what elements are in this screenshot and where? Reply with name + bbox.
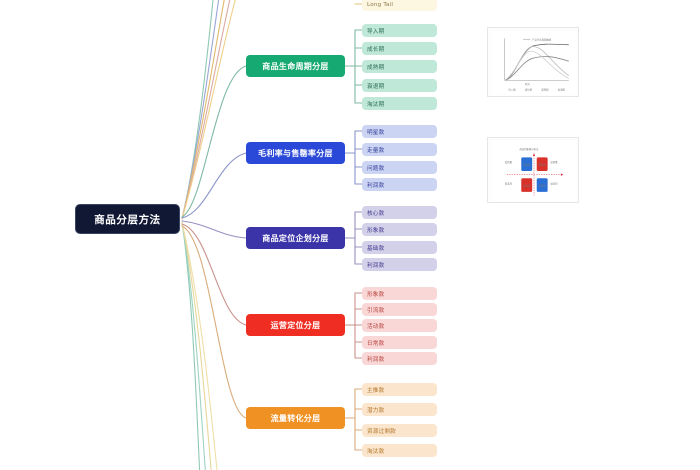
svg-text:低销量: 低销量	[505, 160, 513, 164]
child-node[interactable]: 走量款	[362, 143, 437, 156]
svg-text:商品四象限分析法: 商品四象限分析法	[519, 147, 539, 151]
child-label: 利润款	[367, 262, 385, 269]
child-label: 活动款	[367, 323, 385, 330]
child-node[interactable]: 衰退期	[362, 79, 437, 92]
child-label: 成长期	[367, 46, 385, 53]
branch-node-lifecycle[interactable]: 商品生命周期分层	[246, 55, 345, 77]
root-node[interactable]: 商品分层方法	[75, 204, 180, 234]
branch-node-margin-sellthrough[interactable]: 毛利率与售罄率分层	[246, 142, 345, 164]
svg-text:成熟期: 成熟期	[541, 87, 549, 91]
branch-label: 流量转化分层	[270, 413, 321, 423]
child-node[interactable]: 问题款	[362, 161, 437, 174]
child-label: 基础款	[367, 245, 385, 252]
svg-text:明星款: 明星款	[539, 163, 547, 167]
child-node[interactable]: 形象款	[362, 287, 437, 300]
child-label: 导入期	[367, 28, 385, 35]
child-label: 引流款	[367, 307, 385, 314]
branch-node-positioning-plan[interactable]: 商品定位企划分层	[246, 227, 345, 249]
svg-text:时间: 时间	[525, 82, 530, 86]
branch-label: 商品定位企划分层	[262, 233, 329, 243]
branch-label: 运营定位分层	[270, 320, 321, 330]
child-label: 衰退期	[367, 83, 385, 90]
child-label: 淘汰款	[367, 448, 385, 455]
branch-node-operations-positioning[interactable]: 运营定位分层	[246, 314, 345, 336]
child-node[interactable]: 日常款	[362, 336, 437, 349]
product-lifecycle-curve-thumbnail[interactable]: 产品生命周期曲线 时间 导入期 成长期 成熟期 衰退期	[487, 27, 579, 97]
branch-node-traffic-conversion[interactable]: 流量转化分层	[246, 407, 345, 429]
child-label: 形象款	[367, 227, 385, 234]
svg-text:产品生命周期曲线: 产品生命周期曲线	[532, 38, 552, 42]
svg-text:高毛利: 高毛利	[550, 182, 558, 186]
partial-node-label: Long Tail	[367, 1, 394, 8]
child-label: 淘汰期	[367, 101, 385, 108]
child-node[interactable]: 形象款	[362, 223, 437, 236]
child-node[interactable]: 活动款	[362, 319, 437, 332]
child-label: 资源过剩款	[367, 428, 396, 435]
svg-text:利润款: 利润款	[539, 183, 547, 187]
child-node[interactable]: 明星款	[362, 125, 437, 138]
child-node[interactable]: 核心款	[362, 206, 437, 219]
child-node[interactable]: 淘汰款	[362, 444, 437, 457]
child-label: 走量款	[367, 147, 385, 154]
child-node[interactable]: 利润款	[362, 352, 437, 365]
svg-text:导入期: 导入期	[508, 87, 516, 91]
child-label: 明星款	[367, 129, 385, 136]
child-node[interactable]: 引流款	[362, 303, 437, 316]
child-label: 利润款	[367, 182, 385, 189]
svg-text:成长期: 成长期	[525, 87, 533, 91]
child-label: 问题款	[367, 165, 385, 172]
child-label: 日常款	[367, 340, 385, 347]
child-node[interactable]: 成长期	[362, 42, 437, 55]
child-node[interactable]: 资源过剩款	[362, 424, 437, 437]
svg-text:淘汰款: 淘汰款	[523, 183, 531, 187]
quadrant-matrix-image: 商品四象限分析法 潜力款 明星款 淘汰款 利润款 低销量 高销量 低毛利 高毛利	[492, 141, 576, 201]
child-label: 成熟期	[367, 64, 385, 71]
child-node[interactable]: 淘汰期	[362, 97, 437, 110]
child-node[interactable]: 利润款	[362, 178, 437, 191]
root-node-label: 商品分层方法	[94, 213, 161, 226]
child-node[interactable]: 利润款	[362, 258, 437, 271]
child-label: 形象款	[367, 291, 385, 298]
svg-text:高销量: 高销量	[550, 160, 558, 164]
child-label: 潜力款	[367, 407, 385, 414]
child-node[interactable]: 导入期	[362, 24, 437, 37]
svg-text:衰退期: 衰退期	[558, 87, 566, 91]
child-node[interactable]: 潜力款	[362, 403, 437, 416]
branch-label: 毛利率与售罄率分层	[258, 148, 333, 158]
svg-text:低毛利: 低毛利	[505, 182, 513, 186]
child-node[interactable]: 主推款	[362, 383, 437, 396]
lifecycle-curve-image: 产品生命周期曲线 时间 导入期 成长期 成熟期 衰退期	[491, 31, 577, 95]
child-label: 利润款	[367, 356, 385, 363]
child-label: 主推款	[367, 387, 385, 394]
child-node[interactable]: 成熟期	[362, 60, 437, 73]
branch-label: 商品生命周期分层	[262, 61, 329, 71]
partial-node-long-tail[interactable]: Long Tail	[362, 0, 437, 11]
child-label: 核心款	[367, 210, 385, 217]
child-node[interactable]: 基础款	[362, 241, 437, 254]
svg-text:潜力款: 潜力款	[523, 163, 531, 167]
quadrant-matrix-thumbnail[interactable]: 商品四象限分析法 潜力款 明星款 淘汰款 利润款 低销量 高销量 低毛利 高毛利	[487, 137, 579, 203]
